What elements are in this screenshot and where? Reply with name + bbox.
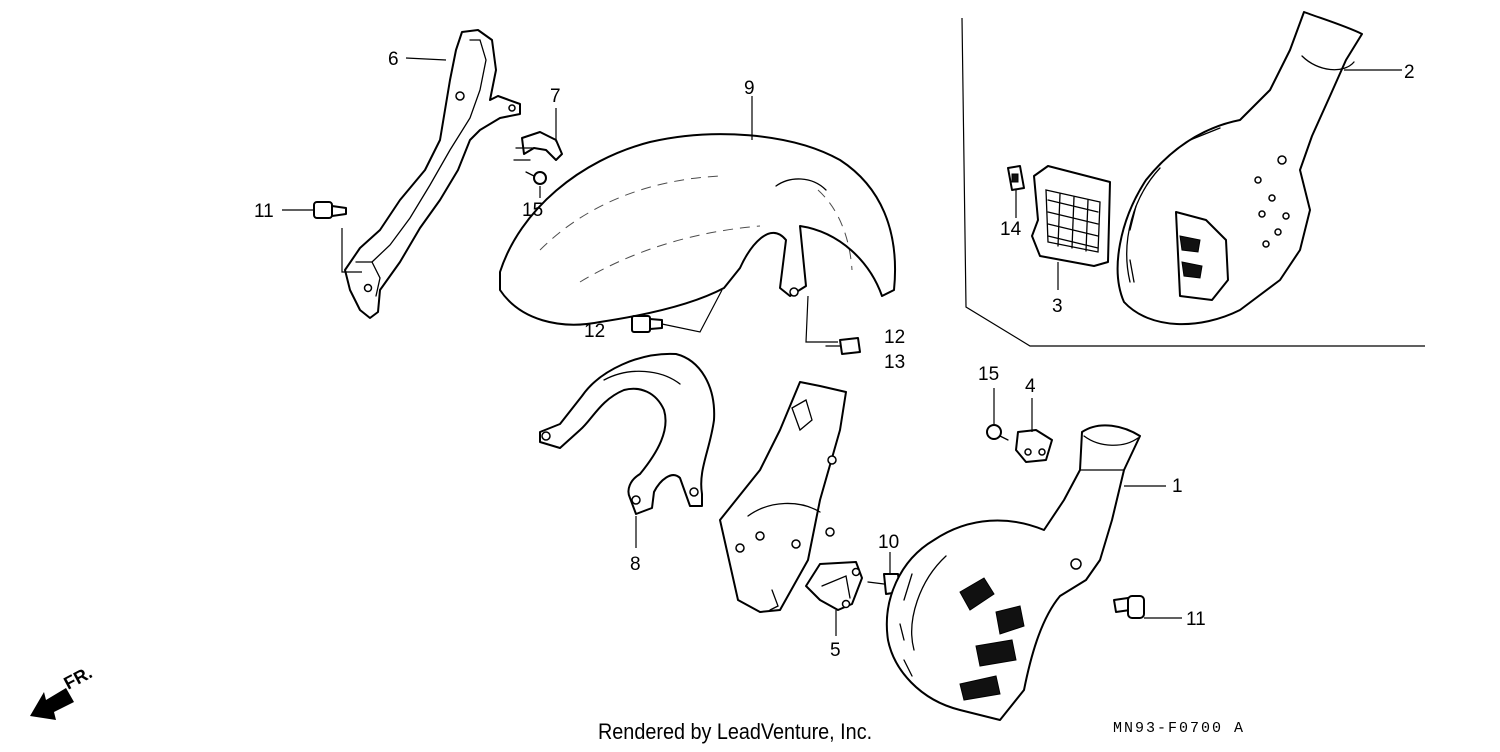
bolt-part [1113, 595, 1145, 619]
reflector-clip-part [1007, 165, 1025, 191]
callout-labels: 1 2 3 4 5 6 7 8 9 10 11 11 12 12 13 14 1… [254, 49, 1415, 661]
fork-leg-part [719, 381, 847, 613]
callout-9: 9 [744, 78, 755, 99]
inset-disc-cover-part [1116, 11, 1363, 326]
brake-hose-guide-part [539, 352, 716, 515]
callout-10: 10 [878, 532, 899, 553]
callout-13: 13 [884, 352, 905, 373]
front-fender-part [499, 133, 896, 326]
reflector-part [1031, 165, 1111, 267]
clip-part [513, 131, 563, 161]
callout-1: 1 [1172, 476, 1183, 497]
callout-14: 14 [1000, 219, 1022, 240]
screw-part [986, 424, 1009, 441]
callout-11-right: 11 [1186, 609, 1206, 630]
callout-15-right: 15 [978, 364, 999, 385]
callout-7: 7 [550, 86, 561, 107]
small-bracket-part [1015, 429, 1053, 463]
callout-8: 8 [630, 554, 641, 575]
callout-12-left: 12 [584, 321, 605, 342]
callout-4: 4 [1025, 376, 1036, 397]
callout-2: 2 [1404, 62, 1415, 83]
bolt-part [313, 201, 347, 219]
callout-11-left: 11 [254, 201, 274, 222]
direction-arrow-icon [30, 688, 74, 720]
fender-bolt-part [825, 337, 861, 355]
callout-12-right: 12 [884, 327, 905, 348]
fork-cover-bracket-part [344, 29, 521, 319]
mounting-bracket-part [805, 561, 863, 611]
leader-lines [282, 57, 1402, 636]
disc-cover-part [885, 424, 1141, 721]
inset-frame [961, 17, 1425, 347]
front-direction-indicator: FR. [30, 662, 95, 720]
screw-part [525, 171, 547, 185]
callout-15-top: 15 [522, 200, 543, 221]
fender-bolt-part [631, 315, 663, 333]
render-credit: Rendered by LeadVenture, Inc. [598, 719, 873, 744]
diagram-code: MN93-F0700 A [1113, 720, 1246, 737]
callout-3: 3 [1052, 296, 1063, 317]
callout-6: 6 [388, 49, 399, 70]
callout-5: 5 [830, 640, 841, 661]
